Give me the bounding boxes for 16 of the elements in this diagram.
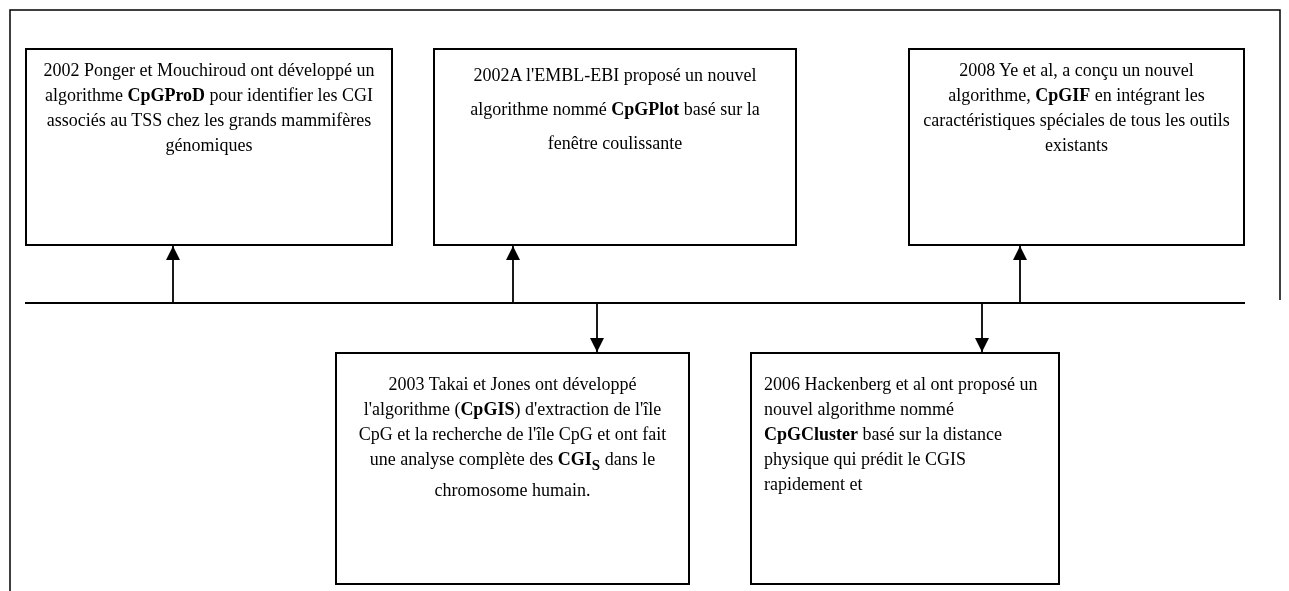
event-box (25, 48, 393, 246)
arrow (165, 245, 181, 303)
event-box (750, 352, 1060, 585)
event-box (433, 48, 797, 246)
arrow (505, 245, 521, 303)
arrow (974, 303, 990, 353)
event-text: 2008 Ye et al, a conçu un nouvel algorithme, CpGIF en intégrant les caractéristiques spéciales de tous les outils existants (922, 59, 1231, 157)
arrow (589, 303, 605, 353)
event-box (335, 352, 690, 585)
event-text: 2002A l'EMBL-EBI proposé un nouvel algorithme nommé CpGPlot basé sur la fenêtre coulissante (469, 64, 761, 155)
arrow (1012, 245, 1028, 303)
timeline-axis (25, 302, 1245, 304)
event-text: 2006 Hackenberg et al ont proposé un nouvel algorithme nommé CpGCluster basé sur la distance physique qui prédit le CGIS rapidement et (764, 373, 1039, 496)
event-text: 2002 Ponger et Mouchiroud ont développé un algorithme CpGProD pour identifier les CGI associés au TSS chez les grands mammifères génomiques (42, 59, 376, 157)
event-box (908, 48, 1245, 246)
event-text: 2003 Takai et Jones ont développé l'algorithme (CpGIS) d'extraction de l'île CpG et la recherche de l'île CpG et ont fait une analyse complète des CGI$_{S}$ dans le chromosome humain. (357, 373, 668, 502)
